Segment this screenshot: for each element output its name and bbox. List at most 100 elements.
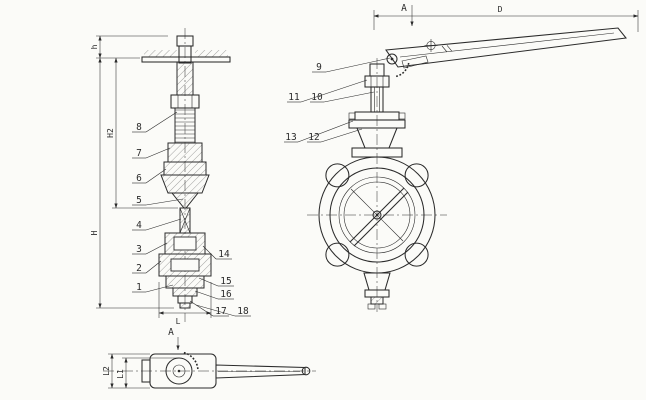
callout-1: 1 xyxy=(132,282,174,293)
base-stub xyxy=(179,302,191,309)
callout-number: 16 xyxy=(220,289,232,300)
base-body-bore xyxy=(170,258,200,272)
front-view xyxy=(307,27,627,312)
plate-hatch-left xyxy=(144,50,177,57)
leader-line xyxy=(145,111,178,133)
callout-number: 12 xyxy=(308,132,319,143)
body-ear-nw xyxy=(325,163,350,188)
bottom-cap xyxy=(370,296,384,305)
leader-line xyxy=(145,260,162,274)
leader-line xyxy=(198,277,219,287)
packing-gland xyxy=(167,142,203,163)
callout-13: 13 xyxy=(284,120,354,143)
callout-10: 10 xyxy=(310,91,375,103)
callout-number: 13 xyxy=(285,132,296,143)
leader-line xyxy=(320,128,363,143)
callout-9: 9 xyxy=(312,57,391,73)
leader-line xyxy=(145,198,184,206)
dim-label-stem-height: H2 xyxy=(106,128,115,138)
bore-circle xyxy=(338,176,416,254)
leader-line xyxy=(323,91,375,103)
dim-label-head-height: h xyxy=(90,44,99,49)
dim-label-face-to-face: L xyxy=(176,317,181,326)
flange-face-circle xyxy=(329,167,425,263)
callout-8: 8 xyxy=(132,111,178,133)
flange-bolt-right xyxy=(398,112,406,120)
leader-line xyxy=(145,147,171,159)
body-ear-se xyxy=(404,242,429,267)
side-section-view xyxy=(141,28,231,322)
callout-5: 5 xyxy=(132,195,184,206)
bottom-foot-right xyxy=(378,303,387,310)
callout-11: 11 xyxy=(287,79,368,103)
handle-knurl-tick xyxy=(446,45,453,52)
leader-line xyxy=(145,242,168,255)
dim-label-top-view-1: L1 xyxy=(116,369,125,379)
leader-line xyxy=(297,120,354,143)
bonnet-body xyxy=(160,174,210,194)
handle-pivot xyxy=(386,53,398,65)
callout-number: 14 xyxy=(218,249,230,260)
callout-18: 18 xyxy=(195,304,251,317)
section-mark-a-front: A xyxy=(401,3,407,14)
housing-step xyxy=(141,359,151,383)
ratchet-teeth-arc xyxy=(183,351,199,370)
dim-label-total-height: H xyxy=(90,230,99,235)
callout-4: 4 xyxy=(132,218,182,231)
leader-line xyxy=(195,304,236,317)
callout-number: 4 xyxy=(136,220,142,231)
callout-number: 8 xyxy=(136,122,142,133)
base-lower xyxy=(172,287,198,297)
callout-17: 17 xyxy=(189,300,229,317)
body-ear-ne xyxy=(404,163,429,188)
leader-line xyxy=(145,218,182,231)
ratchet-sector xyxy=(394,62,410,78)
callout-number: 10 xyxy=(311,92,323,103)
stem-section-upper xyxy=(176,61,194,96)
leader-line xyxy=(194,290,219,300)
section-mark-a-top: A xyxy=(168,327,174,338)
callout-12: 12 xyxy=(307,128,363,143)
callout-3: 3 xyxy=(132,242,168,255)
handle-tip xyxy=(301,366,311,376)
callout-number: 3 xyxy=(136,244,142,255)
callout-15: 15 xyxy=(198,276,234,287)
bottom-foot-left xyxy=(367,303,376,310)
handle-latch xyxy=(401,55,429,69)
callout-number: 6 xyxy=(136,173,142,184)
section-marks: A A xyxy=(168,3,414,351)
callout-number: 1 xyxy=(136,282,142,293)
lower-block-bore xyxy=(173,236,197,251)
mounting-plate xyxy=(141,56,231,63)
handle-edge-line xyxy=(399,32,615,58)
dim-label-overall-length: D xyxy=(498,5,503,14)
callout-number: 11 xyxy=(288,92,300,103)
callout-14: 14 xyxy=(202,245,232,260)
pivot-center-dot xyxy=(390,57,394,61)
leader-line xyxy=(145,168,167,184)
seat-cone xyxy=(170,192,200,209)
dim-label-top-view-2: L2 xyxy=(102,366,111,376)
leader-line xyxy=(145,284,174,293)
leader-line xyxy=(202,245,217,260)
callout-7: 7 xyxy=(132,147,171,159)
callout-number: 15 xyxy=(220,276,231,287)
callout-number: 17 xyxy=(215,306,226,317)
threaded-stem xyxy=(174,107,196,144)
leader-line xyxy=(300,79,368,103)
callout-6: 6 xyxy=(132,168,167,184)
gland-step xyxy=(163,161,207,176)
body-ear-sw xyxy=(325,242,350,267)
flange-bolt-left xyxy=(348,112,356,120)
callout-2: 2 xyxy=(132,260,162,274)
callout-number: 9 xyxy=(316,62,322,73)
callout-number: 5 xyxy=(136,195,142,206)
hub-bore-circle xyxy=(172,364,186,378)
base-step xyxy=(165,275,205,289)
leader-line xyxy=(325,57,391,73)
seat-circle xyxy=(343,181,411,249)
hub-center-dot xyxy=(177,369,181,373)
part-callouts: 8 7 6 5 4 3 2 xyxy=(132,57,391,317)
